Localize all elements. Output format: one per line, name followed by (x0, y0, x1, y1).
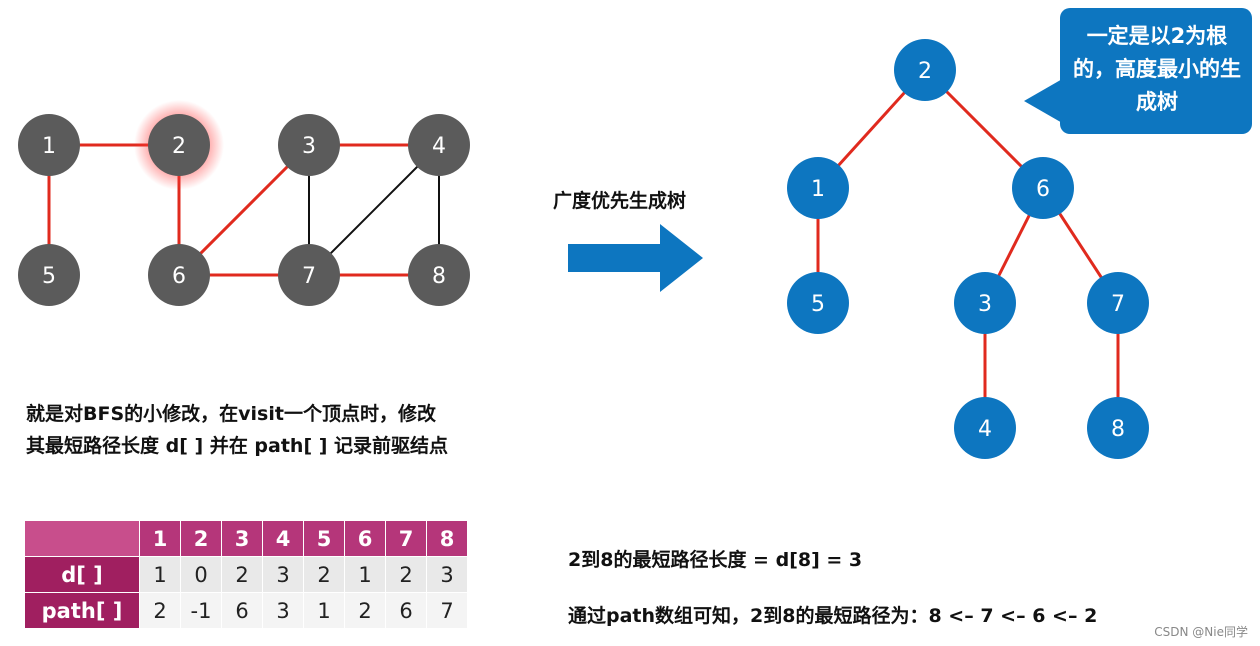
node-label: 7 (302, 264, 316, 289)
node-label: 4 (432, 134, 446, 159)
left-node-2: 2 (134, 100, 224, 190)
table-cell: 1 (139, 556, 181, 593)
left-node-1: 1 (18, 114, 80, 176)
table-header-cell: 5 (303, 520, 345, 557)
node-label: 3 (302, 134, 316, 159)
node-label: 2 (172, 134, 186, 159)
node-circle (18, 244, 80, 306)
left-graph-nodes: 1 2 3 4 5 6 7 8 (18, 100, 470, 306)
node-circle (954, 272, 1016, 334)
table-cell: 7 (426, 592, 468, 629)
tree-node-6: 6 (1012, 157, 1074, 219)
table-cell: 2 (221, 556, 263, 593)
node-circle (1012, 157, 1074, 219)
tree-node-2: 2 (894, 39, 956, 101)
tree-node-5: 5 (787, 272, 849, 334)
node-circle (18, 114, 80, 176)
node-label: 1 (42, 134, 56, 159)
node-circle (148, 114, 210, 176)
left-node-3: 3 (278, 114, 340, 176)
bfs-tree-nodes: 2 1 6 5 3 7 4 8 (787, 39, 1149, 459)
table-header-cell: 2 (180, 520, 222, 557)
description-line-2: 其最短路径长度 d[ ] 并在 path[ ] 记录前驱结点 (26, 435, 449, 457)
tree-node-8: 8 (1087, 397, 1149, 459)
node-label: 6 (172, 264, 186, 289)
node-circle (894, 39, 956, 101)
table-corner (24, 520, 140, 557)
left-node-6: 6 (148, 244, 210, 306)
tree-node-4: 4 (954, 397, 1016, 459)
node-label: 1 (811, 177, 825, 202)
table-row-path: path[ ] 2 -1 6 3 1 2 6 7 (24, 592, 468, 629)
table-cell: 2 (344, 592, 386, 629)
tree-node-7: 7 (1087, 272, 1149, 334)
node-label: 7 (1111, 292, 1125, 317)
node-label: 2 (918, 59, 932, 84)
node-circle (954, 397, 1016, 459)
node-circle (1087, 397, 1149, 459)
left-node-8: 8 (408, 244, 470, 306)
transform-arrow (568, 224, 703, 292)
table-cell: 3 (262, 592, 304, 629)
node-label: 8 (432, 264, 446, 289)
table-cell: 6 (385, 592, 427, 629)
node-circle (408, 114, 470, 176)
table-cell: 2 (139, 592, 181, 629)
node-label: 5 (811, 292, 825, 317)
node-circle (1087, 272, 1149, 334)
node-circle (148, 244, 210, 306)
watermark: CSDN @Nie同学 (1154, 625, 1248, 639)
table-header-row: 1 2 3 4 5 6 7 8 (24, 520, 468, 557)
description-line-1: 就是对BFS的小修改，在visit一个顶点时，修改 (26, 403, 436, 425)
table-header-cell: 6 (344, 520, 386, 557)
node-label: 4 (978, 417, 992, 442)
table-cell: 6 (221, 592, 263, 629)
left-graph-edges (47, 143, 440, 277)
node-label: 6 (1036, 177, 1050, 202)
callout-text: 一定是以2为根的，高度最小的生成树 (1073, 24, 1241, 114)
table-header-cell: 8 (426, 520, 468, 557)
node-label: 5 (42, 264, 56, 289)
node-circle (787, 272, 849, 334)
node-circle (278, 244, 340, 306)
row-label-path: path[ ] (24, 592, 140, 629)
table-cell: 2 (385, 556, 427, 593)
description: 就是对BFS的小修改，在visit一个顶点时，修改 其最短路径长度 d[ ] 并… (26, 398, 448, 462)
left-node-4: 4 (408, 114, 470, 176)
bfs-tree-label: 广度优先生成树 (553, 190, 687, 212)
table-row-d: d[ ] 1 0 2 3 2 1 2 3 (24, 556, 468, 593)
shortest-length-text: 2到8的最短路径长度 = d[8] = 3 (568, 549, 863, 571)
table-header-cell: 4 (262, 520, 304, 557)
table-cell: 3 (426, 556, 468, 593)
table-header-cell: 3 (221, 520, 263, 557)
node-label: 3 (978, 292, 992, 317)
table-header-cell: 1 (139, 520, 181, 557)
left-node-7: 7 (278, 244, 340, 306)
node-circle (408, 244, 470, 306)
callout-bubble (1024, 8, 1252, 134)
table-header-cell: 7 (385, 520, 427, 557)
node-label: 8 (1111, 417, 1125, 442)
shortest-path-text: 通过path数组可知，2到8的最短路径为：8 <– 7 <– 6 <– 2 (568, 605, 1098, 627)
table-cell: 2 (303, 556, 345, 593)
table-cell: 0 (180, 556, 222, 593)
row-label-d: d[ ] (24, 556, 140, 593)
table-cell: 1 (303, 592, 345, 629)
left-node-5: 5 (18, 244, 80, 306)
array-table: 1 2 3 4 5 6 7 8 d[ ] 1 0 2 3 2 1 2 3 pat… (24, 520, 468, 629)
table-cell: 1 (344, 556, 386, 593)
tree-node-1: 1 (787, 157, 849, 219)
node-circle (278, 114, 340, 176)
table-cell: -1 (180, 592, 222, 629)
tree-node-3: 3 (954, 272, 1016, 334)
node-circle (787, 157, 849, 219)
table-cell: 3 (262, 556, 304, 593)
